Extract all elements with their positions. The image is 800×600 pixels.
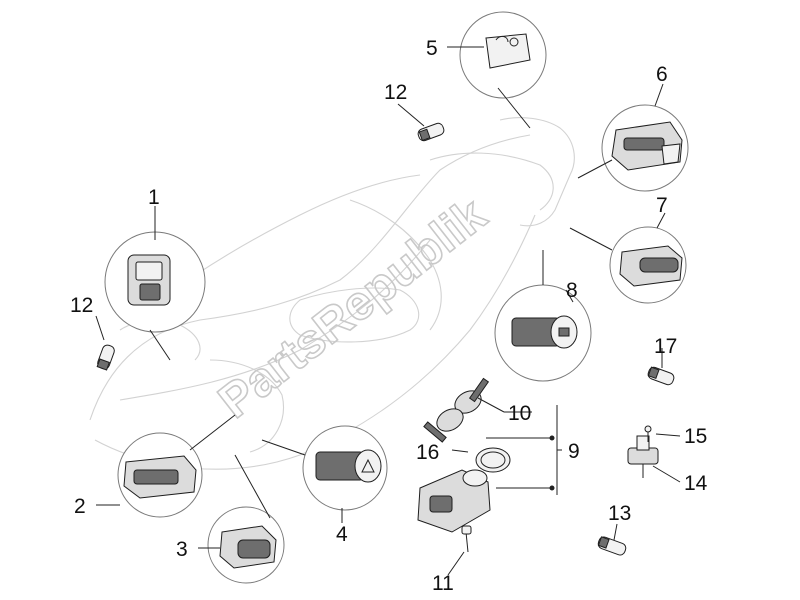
callout-label-16: 16 bbox=[416, 441, 439, 464]
watermark-text: PartsRepublik bbox=[209, 188, 496, 429]
leader-lines bbox=[95, 46, 681, 576]
part-number-labels: 1 2 3 4 5 6 7 8 9 10 11 12 12 13 14 15 1… bbox=[70, 37, 708, 595]
callout-label-12-top: 12 bbox=[384, 81, 407, 104]
bulb-part-17 bbox=[647, 366, 675, 386]
watermark: PartsRepublik bbox=[208, 187, 497, 429]
callout-circle-1 bbox=[104, 231, 206, 333]
callout-label-15: 15 bbox=[684, 425, 707, 448]
bulb-part-13 bbox=[597, 536, 627, 556]
ring-part bbox=[475, 447, 511, 473]
callout-label-9: 9 bbox=[568, 440, 580, 463]
switch-cover-part bbox=[485, 33, 531, 69]
callout-circle-2 bbox=[117, 432, 203, 518]
bulb-part-12-top bbox=[417, 122, 445, 142]
bulb-part-12-left bbox=[96, 344, 115, 371]
callout-label-7: 7 bbox=[656, 194, 668, 217]
callout-label-3: 3 bbox=[176, 538, 188, 561]
callout-label-10: 10 bbox=[508, 402, 531, 425]
callout-circle-4 bbox=[302, 425, 388, 511]
callout-label-5: 5 bbox=[426, 37, 438, 60]
callout-circle-3 bbox=[207, 506, 285, 584]
callout-label-1: 1 bbox=[148, 186, 160, 209]
callout-circle-8 bbox=[494, 284, 592, 382]
callout-label-14: 14 bbox=[684, 472, 708, 495]
key-part-16 bbox=[423, 408, 464, 443]
callout-label-13: 13 bbox=[608, 502, 631, 525]
callout-circle-6 bbox=[601, 104, 689, 192]
callout-circle-7 bbox=[609, 226, 687, 304]
callout-circle-5 bbox=[459, 11, 547, 99]
ignition-lock-part bbox=[417, 469, 491, 533]
callout-label-4: 4 bbox=[336, 523, 348, 546]
screw-part-11 bbox=[461, 525, 472, 553]
callout-label-6: 6 bbox=[656, 63, 668, 86]
key-part-10 bbox=[454, 377, 490, 414]
callout-label-2: 2 bbox=[74, 495, 86, 518]
callout-label-12-left: 12 bbox=[70, 294, 93, 317]
callout-label-8: 8 bbox=[566, 279, 578, 302]
switch-part-14 bbox=[627, 435, 659, 478]
screw-part-15 bbox=[644, 425, 652, 442]
callout-label-11: 11 bbox=[432, 572, 454, 595]
callout-label-17: 17 bbox=[654, 335, 677, 358]
